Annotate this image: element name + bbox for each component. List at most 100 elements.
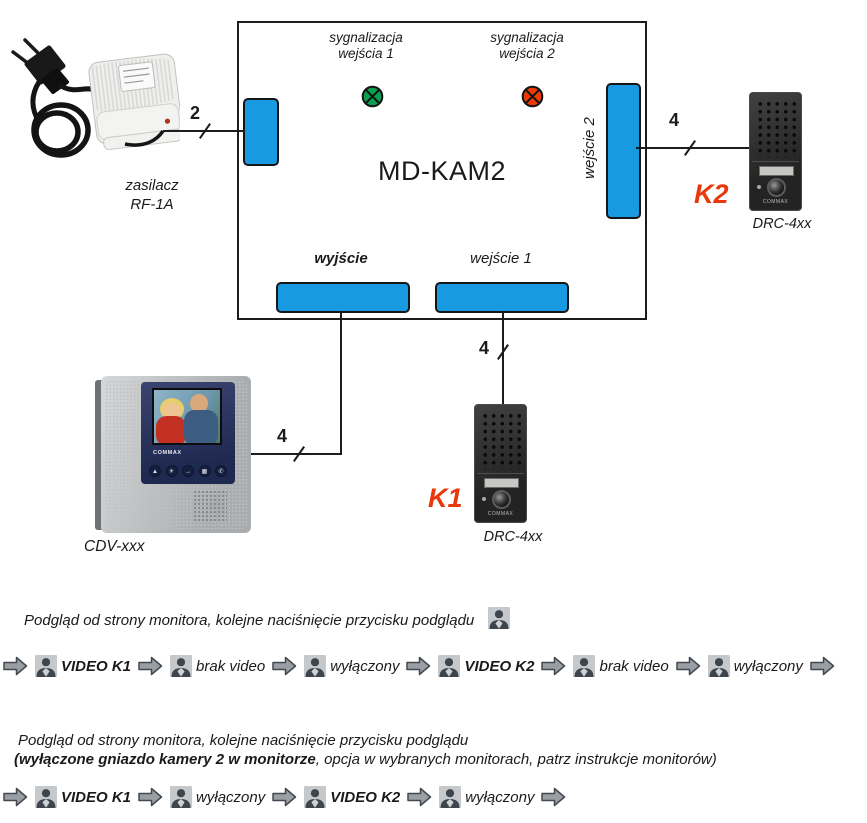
psu-led (164, 118, 171, 124)
monitor-view-icon (438, 655, 461, 677)
section1-intro: Podgląd od strony monitora, kolejne naci… (24, 607, 511, 633)
port-wejscie2 (606, 83, 641, 219)
monitor-brand: COMMAX (153, 450, 182, 456)
section2-intro-line2: (wyłączone gniazdo kamery 2 w monitorze,… (14, 751, 717, 768)
sequence-row-1: VIDEO K1 brak video wyłączony VIDEO K2 brak … (3, 655, 835, 677)
power-cable (58, 83, 98, 93)
monitor-view-icon (304, 655, 327, 677)
monitor-front-panel: COMMAX ▲ ☀ → ▦ ✆ (141, 382, 235, 484)
monitor-button: ▲ (149, 465, 161, 477)
port-wejscie1-label: wejście 1 (470, 250, 532, 267)
block-arrow-icon (272, 787, 297, 807)
port-wejscie1 (435, 282, 569, 313)
monitor-view-icon (439, 786, 462, 808)
sequence-step-label: wyłączony (465, 788, 535, 806)
monitor-view-icon (304, 786, 327, 808)
monitor-button: ✆ (215, 465, 227, 477)
camera-nameplate (484, 478, 519, 488)
monitor-view-icon (35, 786, 57, 808)
plug-body (24, 45, 66, 85)
section2-intro-line1: Podgląd od strony monitora, kolejne naci… (18, 732, 469, 749)
sequence-step: VIDEO K1 (35, 786, 131, 808)
block-arrow-icon (138, 787, 163, 807)
md-kam2-module-box (237, 21, 647, 320)
sequence-step-label: wyłączony (196, 788, 266, 806)
camera-led (482, 497, 486, 501)
wire-module-to-monitor-v (340, 311, 342, 455)
led2-label: sygnalizacja wejścia 2 (490, 30, 564, 61)
camera-led (757, 185, 761, 189)
wire-count-k2: 4 (669, 110, 680, 130)
camera-k2-model: DRC-4xx (752, 216, 812, 232)
camera-brand: COMMAX (762, 199, 789, 205)
monitor-view-icon (170, 786, 193, 808)
sequence-step-label: wyłączony (733, 657, 803, 675)
monitor-speaker-grille (193, 490, 227, 522)
sequence-step-label: wyłączony (330, 657, 400, 675)
sequence-step: wyłączony (439, 786, 534, 808)
port-wejscie2-label: wejście 2 (581, 117, 598, 179)
monitor-buttons: ▲ ☀ → ▦ ✆ (149, 465, 229, 477)
monitor-view-icon (488, 607, 511, 629)
camera-speaker-grille (481, 412, 522, 469)
wire-count-monitor: 4 (277, 426, 288, 446)
camera-k2-tag: K2 (694, 179, 729, 209)
monitor-screen (152, 388, 222, 445)
block-arrow-icon (810, 656, 835, 676)
camera-k1-tag: K1 (428, 483, 463, 513)
monitor-view-icon (170, 655, 193, 677)
monitor-view-icon (707, 655, 730, 677)
monitor-button: → (182, 465, 194, 477)
camera-k1-model: DRC-4xx (483, 529, 543, 545)
sequence-step: VIDEO K2 (304, 786, 400, 808)
sequence-step: wyłączony (170, 786, 265, 808)
wire-module-to-monitor-h (250, 453, 342, 455)
sequence-step: VIDEO K2 (438, 655, 534, 677)
led1-label: sygnalizacja wejścia 1 (329, 30, 403, 61)
sequence-step-label: brak video (196, 657, 266, 675)
sequence-step: VIDEO K1 (35, 655, 131, 677)
led-green-icon (361, 85, 384, 108)
block-arrow-icon (3, 656, 28, 676)
wire-count-k1: 4 (479, 338, 490, 358)
port-wyjscie-label: wyjście (314, 250, 368, 267)
module-title: MD-KAM2 (377, 156, 506, 186)
sequence-step-label: brak video (599, 657, 669, 675)
monitor-view-icon (573, 655, 596, 677)
camera-lens (767, 178, 786, 197)
power-supply-image (11, 38, 180, 158)
sequence-step-label: VIDEO K2 (464, 657, 535, 675)
sequence-row-2: VIDEO K1 wyłączony VIDEO K2 wyłączony (3, 786, 566, 808)
sequence-step: brak video (573, 655, 669, 677)
monitor-model: CDV-xxx (84, 538, 145, 555)
block-arrow-icon (675, 656, 700, 676)
monitor-button: ☀ (165, 465, 178, 477)
psu-label-sticker (118, 61, 156, 92)
port-wyjscie (276, 282, 410, 313)
block-arrow-icon (406, 656, 431, 676)
door-camera-k2-image: COMMAX (749, 92, 802, 211)
wire-module-to-k2 (636, 147, 752, 149)
psu-box (88, 53, 180, 150)
sequence-step: wyłączony (304, 655, 399, 677)
video-monitor-image: COMMAX ▲ ☀ → ▦ ✆ (95, 372, 253, 537)
block-arrow-icon (138, 656, 163, 676)
block-arrow-icon (407, 787, 432, 807)
led-red-icon (521, 85, 544, 108)
sequence-step: wyłączony (707, 655, 803, 677)
block-arrow-icon (272, 656, 297, 676)
wire-module-to-k1 (502, 311, 504, 405)
sequence-step-label: VIDEO K1 (61, 788, 132, 806)
sequence-step-label: VIDEO K2 (330, 788, 401, 806)
sequence-step: brak video (170, 655, 265, 677)
monitor-button: ▦ (198, 465, 211, 477)
cable-loop (33, 110, 81, 154)
camera-nameplate (759, 166, 794, 176)
plug-grip (41, 68, 69, 94)
monitor-screen-photo (154, 390, 220, 443)
psu-label: zasilacz RF-1A (125, 177, 179, 213)
port-power (243, 98, 279, 166)
monitor-view-icon (35, 655, 57, 677)
camera-speaker-grille (756, 100, 797, 157)
